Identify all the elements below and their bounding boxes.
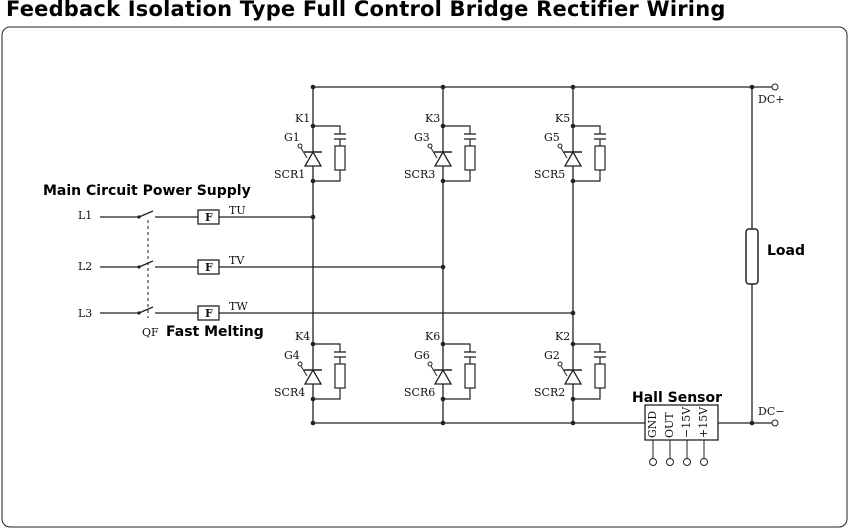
page-title: Feedback Isolation Type Full Control Bri…: [6, 0, 726, 21]
thyristor-g-label: G2: [544, 349, 560, 362]
fuse-l3-label: F: [205, 307, 213, 320]
dc-plus-terminal: [771, 83, 779, 91]
thyristor-scr-label: SCR2: [534, 386, 565, 399]
load-resistor: [745, 228, 759, 285]
snubber-resistor: [334, 363, 346, 389]
thyristor-k-label: K3: [425, 112, 440, 125]
hall-sensor-label: Hall Sensor: [632, 390, 722, 406]
main-supply-label: Main Circuit Power Supply: [43, 183, 251, 199]
gate-terminal: [557, 143, 563, 149]
phase-l3-label: L3: [78, 307, 92, 320]
gate-terminal: [427, 143, 433, 149]
thyristor-symbol: [303, 150, 323, 167]
phase-l1-switch: [138, 210, 154, 218]
snubber-resistor: [334, 145, 346, 171]
thyristor-k-label: K2: [555, 330, 570, 343]
thyristor-symbol: [563, 368, 583, 385]
snubber-resistor: [594, 363, 606, 389]
dc-minus-label: DC−: [758, 405, 784, 418]
hall-pin-gnd: GND: [646, 411, 659, 438]
snubber-resistor: [464, 145, 476, 171]
snubber-resistor: [594, 145, 606, 171]
phase-l1-label: L1: [78, 209, 92, 222]
node-tu-label: TU: [229, 204, 246, 217]
phase-l2-label: L2: [78, 260, 92, 273]
breaker-qf-label: QF: [142, 326, 159, 339]
fuse-l1-label: F: [205, 211, 213, 224]
thyristor-symbol: [303, 368, 323, 385]
gate-terminal: [297, 361, 303, 367]
diagram-frame: [1, 26, 848, 528]
hall-sensor-box: [644, 404, 719, 441]
phase-l3: L3 F TW: [78, 300, 576, 321]
node-tv-label: TV: [229, 254, 245, 267]
fast-melting-label: Fast Melting: [166, 324, 264, 340]
gate-terminal: [427, 361, 433, 367]
thyristor-g-label: G3: [414, 131, 430, 144]
hall-pin-out: OUT: [663, 412, 676, 438]
hall-sensor-pins: GND OUT −15V +15V: [646, 406, 710, 466]
thyristor-g-label: G4: [284, 349, 300, 362]
thyristor-scr-label: SCR5: [534, 168, 565, 181]
phase-l2-switch: [138, 260, 154, 268]
thyristor-symbol: [563, 150, 583, 167]
gate-terminal: [557, 361, 563, 367]
hall-pin-minus15: −15V: [680, 406, 693, 438]
gate-terminal: [297, 143, 303, 149]
thyristor-g-label: G1: [284, 131, 300, 144]
dc-plus-label: DC+: [758, 93, 784, 106]
load-label: Load: [767, 243, 805, 259]
dc-minus-terminal: [771, 419, 779, 427]
snubber-resistor: [464, 363, 476, 389]
thyristor-k-label: K5: [555, 112, 570, 125]
thyristor-k-label: K4: [295, 330, 310, 343]
thyristor-symbol: [433, 150, 453, 167]
thyristor-scr-label: SCR3: [404, 168, 435, 181]
thyristor-scr-label: SCR6: [404, 386, 435, 399]
thyristor-symbol: [433, 368, 453, 385]
thyristor-g-label: G5: [544, 131, 560, 144]
phase-l1: L1 F TU: [78, 204, 316, 225]
node-tw-label: TW: [229, 300, 248, 313]
thyristor-k-label: K1: [295, 112, 310, 125]
hall-pin-plus15: +15V: [697, 406, 710, 438]
thyristor-k-label: K6: [425, 330, 440, 343]
phase-l2: L2 F TV: [78, 254, 446, 275]
thyristor-scr-label: SCR4: [274, 386, 305, 399]
phase-l3-switch: [138, 306, 154, 314]
fuse-l2-label: F: [205, 261, 213, 274]
thyristor-g-label: G6: [414, 349, 430, 362]
thyristor-scr-label: SCR1: [274, 168, 305, 181]
